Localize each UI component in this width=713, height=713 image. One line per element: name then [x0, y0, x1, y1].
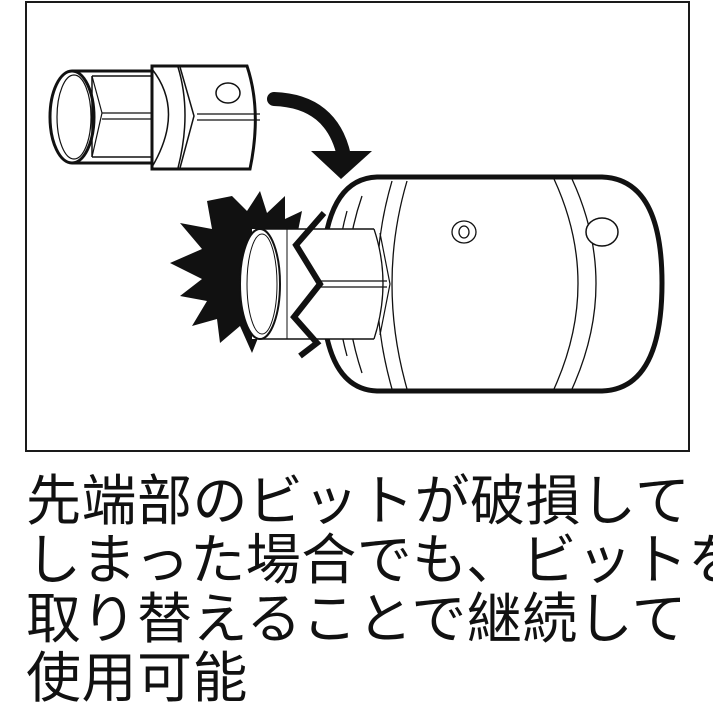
broken-bit-icon: [239, 211, 391, 359]
bit-replacement-illustration: [48, 64, 665, 394]
insert-arrow-icon: [267, 92, 372, 179]
caption-text: 先端部のビットが破損して しまった場合でも、ビットを 取り替えることで継続して …: [26, 469, 713, 710]
caption-line-2: しまった場合でも、ビットを: [26, 528, 713, 592]
replacement-bit-icon: [48, 64, 260, 171]
caption-line-4: 使用可能: [26, 646, 249, 710]
socket-body-icon: [319, 174, 665, 394]
caption-line-1: 先端部のビットが破損して: [26, 469, 691, 533]
illustration-frame: [25, 1, 690, 452]
caption-line-3: 取り替えることで継続して: [26, 587, 688, 651]
